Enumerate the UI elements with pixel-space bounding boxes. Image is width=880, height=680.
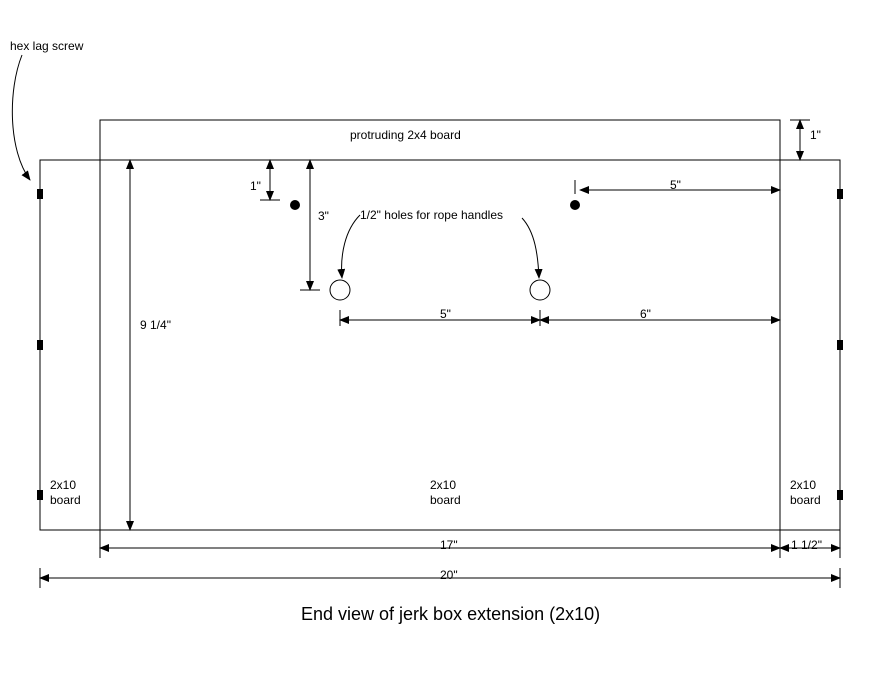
center-board-label-line2: board [430, 493, 461, 507]
right-board-label-line1: 2x10 [790, 478, 816, 492]
lag-screw-left-top [37, 189, 43, 199]
diagram-title: End view of jerk box extension (2x10) [301, 604, 600, 624]
lag-screw-right-bottom [837, 490, 843, 500]
board-thickness-dimension-label: 1 1/2" [791, 538, 822, 552]
lag-screw-right-top [837, 189, 843, 199]
dot-right [570, 200, 580, 210]
hole-right-dimension-label: 6" [640, 307, 651, 321]
dot-right-dimension-label: 5" [670, 178, 681, 192]
dot-left [290, 200, 300, 210]
right-board-label-line2: board [790, 493, 821, 507]
lag-screw-left-bottom [37, 490, 43, 500]
protrusion-dimension-label: 1" [810, 128, 821, 142]
rope-hole-left-arrow [337, 214, 361, 279]
left-board-label-line2: board [50, 493, 81, 507]
inner-width-dimension-label: 17" [440, 538, 458, 552]
dot-top-dimension-label: 1" [250, 179, 261, 193]
hole-spacing-dimension-label: 5" [440, 307, 451, 321]
protruding-board-label: protruding 2x4 board [350, 128, 461, 142]
rope-hole-left [329, 279, 351, 301]
hole-top-dimension-label: 3" [318, 209, 329, 223]
hex-lag-screw-label: hex lag screw [10, 39, 84, 53]
height-dimension-label: 9 1/4" [140, 318, 171, 332]
lag-screw-left-middle [37, 340, 43, 350]
center-board-label-line1: 2x10 [430, 478, 456, 492]
hex-lag-screw-arrow [11, 54, 31, 181]
rope-hole-right [529, 279, 551, 301]
left-board-label-line1: 2x10 [50, 478, 76, 492]
rope-hole-right-arrow [521, 217, 543, 279]
lag-screw-right-middle [837, 340, 843, 350]
rope-holes-label: 1/2" holes for rope handles [360, 208, 503, 222]
overall-width-dimension-label: 20" [440, 568, 458, 582]
